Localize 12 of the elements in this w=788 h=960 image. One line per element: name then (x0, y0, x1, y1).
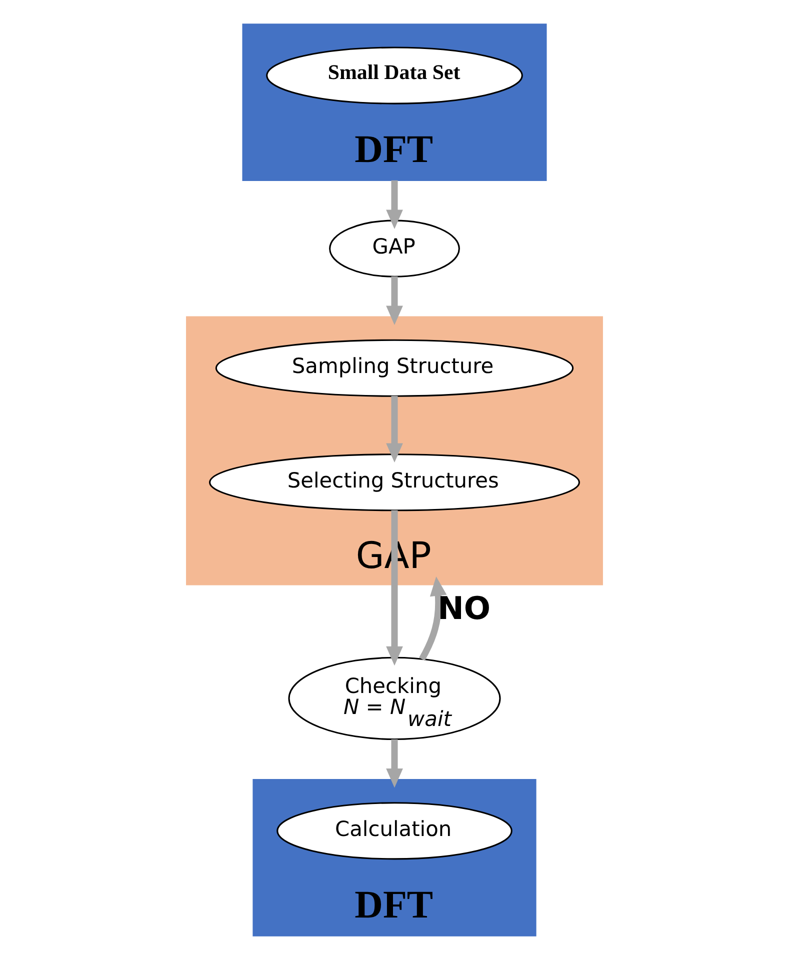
arrow (386, 276, 402, 326)
node-ellipse: Sampling Structure (214, 339, 574, 397)
arrow (386, 396, 402, 463)
edge-label: NO (437, 590, 490, 627)
arrow (386, 739, 402, 788)
node-ellipse: GAP (328, 220, 460, 278)
node-ellipse: Calculation (276, 802, 512, 860)
arrow (386, 180, 402, 230)
arrow (386, 510, 402, 666)
node-ellipse: Selecting Structures (208, 454, 580, 512)
node-ellipse: Small Data Set (266, 46, 522, 104)
arrow (418, 576, 446, 661)
